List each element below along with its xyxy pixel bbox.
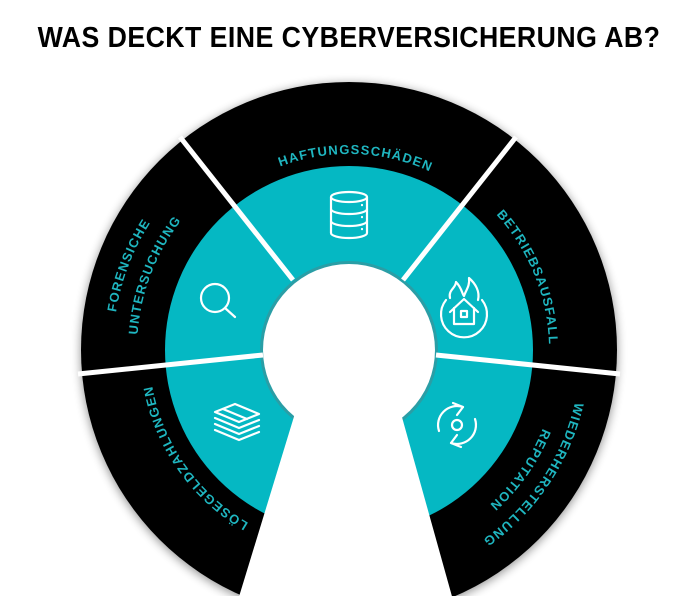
page-title: WAS DECKT EINE CYBERVERSICHERUNG AB? — [37, 22, 661, 54]
search-icon — [199, 282, 237, 319]
keyhole — [239, 261, 452, 596]
database-icon — [329, 190, 369, 240]
segment-dividers — [77, 135, 621, 377]
house-fire-icon — [439, 276, 489, 339]
money-stack-icon — [213, 402, 261, 442]
refresh-icon — [436, 401, 478, 449]
